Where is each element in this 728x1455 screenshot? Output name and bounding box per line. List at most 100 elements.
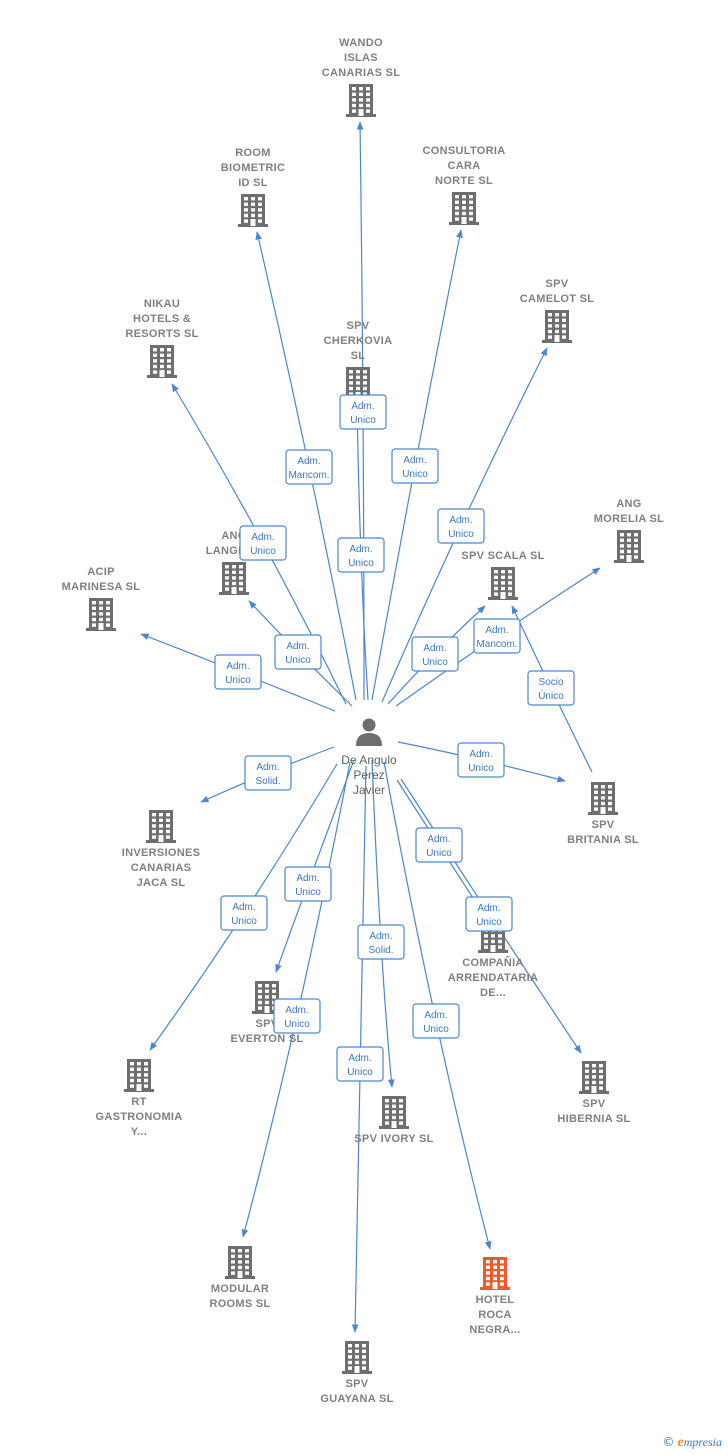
edge-label-guayana[interactable]: Adm.Unico — [336, 1046, 384, 1082]
building-icon[interactable] — [542, 310, 572, 343]
edge-label-everton[interactable]: Adm.Unico — [284, 866, 332, 902]
edge-label-box[interactable] — [357, 924, 405, 960]
edge-label-camelot[interactable]: Adm.Unico — [437, 508, 485, 544]
edge-label-box[interactable] — [273, 998, 321, 1034]
edge-label-inversiones[interactable]: Adm. Solid. — [244, 755, 292, 791]
edge-label-box[interactable] — [285, 449, 333, 485]
edge-label-compania[interactable]: Adm.Unico — [415, 827, 463, 863]
building-icon[interactable] — [238, 194, 268, 227]
edge-label-box[interactable] — [239, 525, 287, 561]
edge-label-box[interactable] — [527, 670, 575, 706]
building-icon[interactable] — [147, 345, 177, 378]
edge-label-box[interactable] — [220, 895, 268, 931]
edge-label-morelia[interactable]: Adm.Mancom. — [473, 618, 521, 654]
company-node-rt[interactable]: RTGASTRONOMIAY... — [95, 1059, 182, 1138]
building-icon[interactable] — [480, 1257, 510, 1290]
building-icon[interactable] — [225, 1246, 255, 1279]
edge-label-box[interactable] — [437, 508, 485, 544]
building-icon[interactable] — [86, 598, 116, 631]
edge-label-text: Adm. — [369, 931, 392, 942]
company-label: NEGRA... — [469, 1324, 520, 1336]
edge-label-acip[interactable]: Adm.Unico — [214, 654, 262, 690]
edge-label-hibernia[interactable]: Adm.Unico — [465, 896, 513, 932]
edge-label-text: Adm. — [477, 903, 500, 914]
company-node-compania[interactable]: COMPAÑIAARRENDATARIADE... — [448, 920, 539, 999]
edge-label-box[interactable] — [339, 394, 387, 430]
company-node-ivory[interactable]: SPV IVORY SL — [354, 1096, 433, 1145]
edge-label-roca[interactable]: Adm.Unico — [412, 1003, 460, 1039]
company-label: SPV IVORY SL — [354, 1133, 433, 1145]
edge-label-box[interactable] — [412, 1003, 460, 1039]
person-icon[interactable] — [356, 718, 382, 747]
building-icon[interactable] — [219, 562, 249, 595]
building-icon[interactable] — [488, 567, 518, 600]
edge-label-text: Adm. — [403, 455, 426, 466]
company-label: JACA SL — [137, 877, 186, 889]
edge-label-text: Adm. — [469, 749, 492, 760]
brand-footer[interactable]: © empresia — [663, 1435, 722, 1451]
edge-label-scala[interactable]: Adm.Unico — [411, 636, 459, 672]
edge-label-wando[interactable]: Adm.Unico — [339, 394, 387, 430]
edge-label-box[interactable] — [457, 742, 505, 778]
building-icon[interactable] — [588, 782, 618, 815]
building-icon[interactable] — [614, 530, 644, 563]
edge-label-box[interactable] — [214, 654, 262, 690]
company-node-scala[interactable]: SPV SCALA SL — [461, 550, 544, 600]
edge-label-box[interactable] — [336, 1046, 384, 1082]
building-icon[interactable] — [342, 1341, 372, 1374]
edge-label-text: Adm. — [296, 873, 319, 884]
edge-label-britania[interactable]: Adm.Unico — [457, 742, 505, 778]
edge-label-box[interactable] — [274, 634, 322, 670]
edge-label-modular[interactable]: Adm.Unico — [273, 998, 321, 1034]
company-label: CANARIAS SL — [322, 67, 400, 79]
edge-label-box[interactable] — [337, 537, 385, 573]
building-icon[interactable] — [124, 1059, 154, 1092]
building-icon[interactable] — [579, 1061, 609, 1094]
edge-label-cherkovia[interactable]: Adm.Unico — [337, 537, 385, 573]
building-icon[interactable] — [146, 810, 176, 843]
edge-label-box[interactable] — [391, 448, 439, 484]
edge-label-room[interactable]: Adm.Mancom. — [285, 449, 333, 485]
edge-label-langford[interactable]: Adm.Unico — [274, 634, 322, 670]
edge-label-nikau[interactable]: Adm.Unico — [239, 525, 287, 561]
brand-logo-initial: e — [677, 1435, 684, 1450]
edge-label-ivory[interactable]: Adm.Solid. — [357, 924, 405, 960]
edge-label-box[interactable] — [284, 866, 332, 902]
edge-label-rt[interactable]: Adm.Unico — [220, 895, 268, 931]
edge-label-box[interactable] — [473, 618, 521, 654]
edge-label-text: Adm. — [449, 515, 472, 526]
edge-label-box[interactable] — [415, 827, 463, 863]
company-node-roca[interactable]: HOTELROCANEGRA... — [469, 1257, 520, 1336]
edge-label-text: Solid. — [255, 776, 280, 787]
edge-label-box[interactable] — [411, 636, 459, 672]
company-label: ACIP — [87, 566, 114, 578]
company-label: DE... — [480, 987, 506, 999]
building-icon[interactable] — [346, 84, 376, 117]
edge-label-text: Unico — [347, 1067, 373, 1078]
company-label: CAMELOT SL — [520, 293, 595, 305]
edge-label-box[interactable] — [244, 755, 292, 791]
edge-label-text: Socio — [538, 677, 563, 688]
edge-label-text: Adm. — [285, 1005, 308, 1016]
edge-label-box[interactable] — [465, 896, 513, 932]
edge-label-consultoria[interactable]: Adm.Unico — [391, 448, 439, 484]
company-label: MARINESA SL — [62, 581, 141, 593]
building-icon[interactable] — [449, 192, 479, 225]
building-icon[interactable] — [379, 1096, 409, 1129]
edge-label-text: Adm. — [256, 762, 279, 773]
company-node-acip[interactable]: ACIP MARINESA SL — [62, 566, 141, 631]
